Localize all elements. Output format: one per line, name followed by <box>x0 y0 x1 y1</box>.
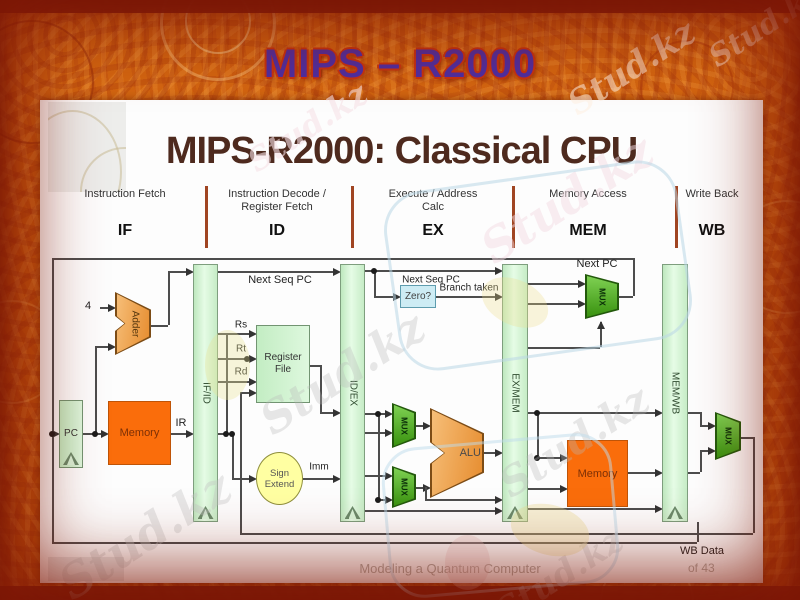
bottom-border-band <box>0 586 800 600</box>
stage-divider <box>351 186 354 248</box>
banner-title: MIPS – R2000 <box>263 42 537 86</box>
stage-wb: Write Back WB <box>662 188 762 240</box>
stage-ex-desc: Execute / Address Calc <box>388 188 478 213</box>
stage-id-abbr: ID <box>269 222 285 239</box>
stage-if-desc: Instruction Fetch <box>84 188 166 200</box>
slide: MIPS-R2000: Classical CPU Instruction Fe… <box>40 100 763 583</box>
stage-wb-desc: Write Back <box>685 188 739 200</box>
stage-wb-abbr: WB <box>698 222 726 239</box>
stage-divider <box>512 186 515 248</box>
stage-if: Instruction Fetch IF <box>65 188 185 240</box>
footer-placeholder-box <box>48 557 124 581</box>
footer-page-number: of 43 <box>688 561 715 575</box>
stage-ex-abbr: EX <box>422 222 444 239</box>
stage-divider <box>205 186 208 248</box>
stage-mem-abbr: MEM <box>569 222 607 239</box>
slide-heading: MIPS-R2000: Classical CPU <box>165 130 638 172</box>
stage-divider <box>675 186 678 248</box>
stage-mem-desc: Memory Access <box>549 188 627 200</box>
stage-id: Instruction Decode / Register Fetch ID <box>212 188 342 240</box>
corner-watermark <box>48 102 126 192</box>
top-border-band <box>0 0 800 13</box>
stage-if-abbr: IF <box>117 222 133 239</box>
stage-id-desc: Instruction Decode / Register Fetch <box>228 188 326 213</box>
stage-mem: Memory Access MEM <box>528 188 648 240</box>
stage-ex: Execute / Address Calc EX <box>378 188 488 240</box>
footer-caption: Modeling a Quantum Computer <box>359 561 541 576</box>
